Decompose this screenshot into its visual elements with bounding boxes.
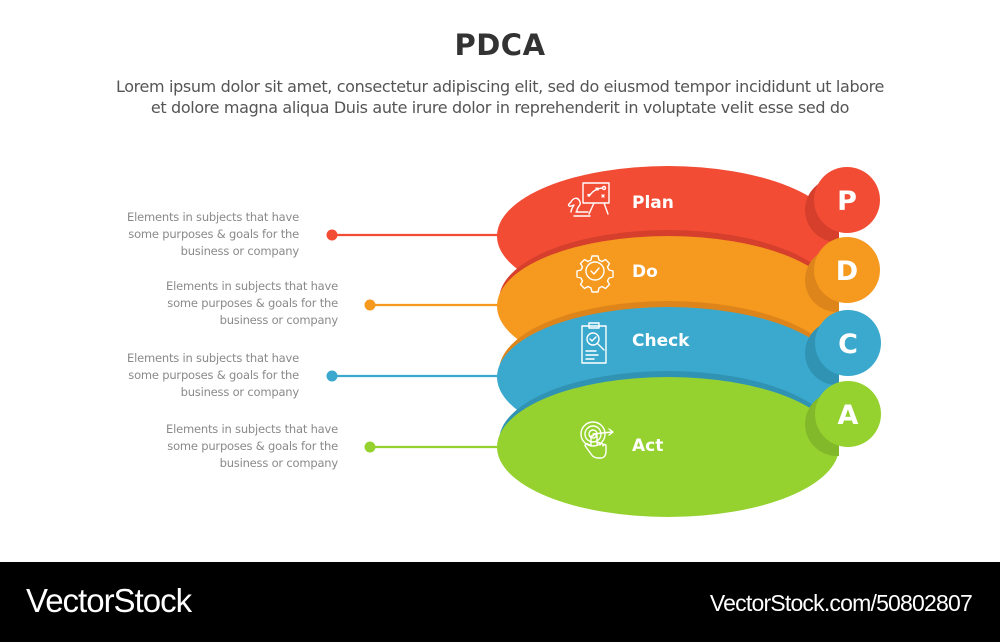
description-line: business or company: [180, 385, 300, 399]
connector-act: [364, 441, 500, 453]
badge-letter: P: [837, 186, 857, 217]
badge-letter: A: [838, 400, 859, 431]
badge-act: A: [815, 381, 881, 447]
description-line: Elements in subjects that have: [127, 351, 299, 365]
badge-letter: D: [836, 256, 858, 287]
label-do: Do: [632, 262, 658, 282]
badge-letter: C: [838, 329, 858, 360]
badge-do: D: [814, 237, 880, 303]
description-line: Elements in subjects that have: [127, 210, 299, 224]
label-check: Check: [632, 331, 690, 351]
connector-check: [326, 370, 500, 382]
description-line: Elements in subjects that have: [166, 422, 338, 436]
page-title: PDCA: [454, 28, 546, 62]
subtitle-line-1: Lorem ipsum dolor sit amet, consectetur …: [115, 77, 885, 96]
connector-do: [364, 299, 500, 311]
vectorstock-url: VectorStock.com/50802807: [709, 590, 973, 616]
footer-banner: VectorStock VectorStock.com/50802807: [0, 562, 1000, 642]
do-description: Elements in subjects that have some purp…: [118, 278, 338, 329]
description-line: some purposes & goals for the: [128, 227, 299, 241]
vectorstock-logo: VectorStock: [26, 582, 192, 619]
description-line: business or company: [180, 244, 300, 258]
page-subtitle: Lorem ipsum dolor sit amet, consectetur …: [40, 76, 960, 118]
strategy-board-chess-knight-icon: [567, 182, 610, 217]
description-line: business or company: [219, 313, 339, 327]
description-line: some purposes & goals for the: [128, 368, 299, 382]
description-line: some purposes & goals for the: [167, 296, 338, 310]
gear-check-icon: [576, 255, 614, 293]
plan-description: Elements in subjects that have some purp…: [79, 209, 299, 260]
pdca-diagram: P D C A Plan Do Check Act: [326, 166, 881, 517]
badge-check: C: [815, 310, 881, 376]
label-act: Act: [632, 436, 663, 456]
description-line: some purposes & goals for the: [167, 439, 338, 453]
subtitle-line-2: et dolore magna aliqua Duis aute irure d…: [150, 98, 850, 117]
ellipse-act: [497, 371, 839, 517]
badge-plan: P: [814, 167, 880, 233]
description-line: Elements in subjects that have: [166, 279, 338, 293]
clipboard-magnifier-icon: [581, 322, 607, 364]
label-plan: Plan: [632, 193, 674, 213]
target-hand-tap-icon: [580, 421, 614, 459]
connector-plan: [326, 229, 500, 241]
act-description: Elements in subjects that have some purp…: [118, 421, 338, 472]
description-line: business or company: [219, 456, 339, 470]
check-description: Elements in subjects that have some purp…: [79, 350, 299, 401]
